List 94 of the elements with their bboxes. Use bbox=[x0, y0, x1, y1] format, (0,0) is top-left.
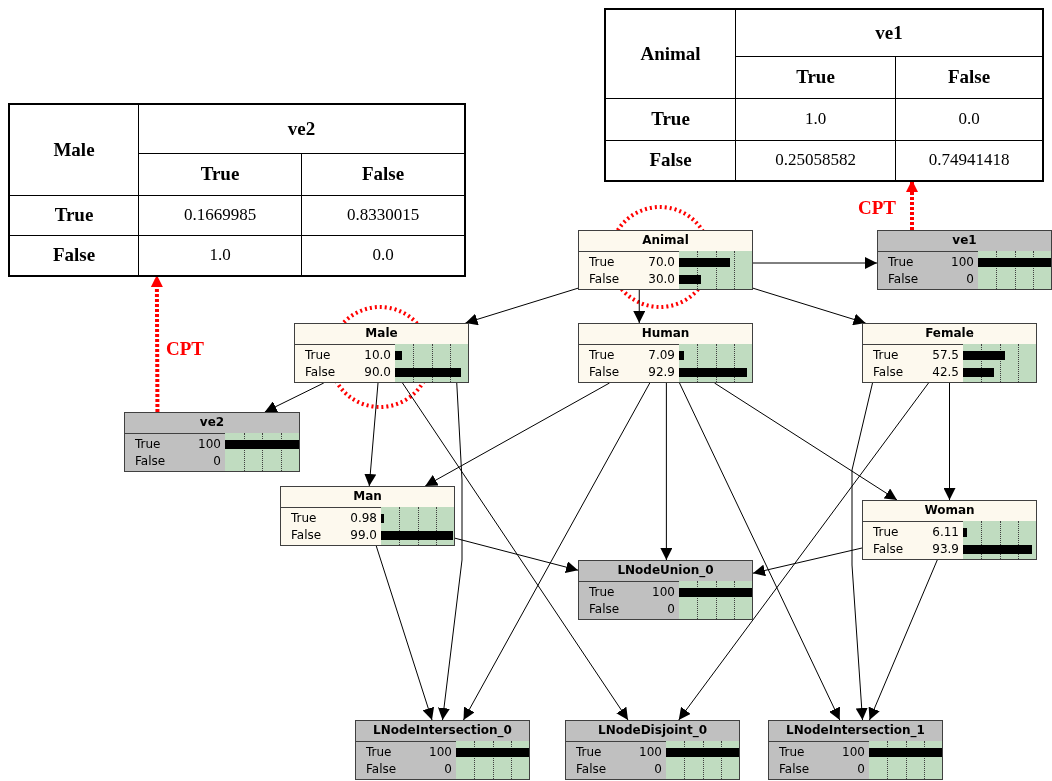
probability-value: 0 bbox=[654, 761, 662, 777]
arrow bbox=[851, 382, 873, 721]
probability-value: 42.5 bbox=[932, 364, 959, 380]
probability-value: 0 bbox=[667, 601, 675, 617]
probability-value: 100 bbox=[198, 436, 221, 452]
network-node bbox=[124, 412, 300, 472]
arrow bbox=[633, 289, 646, 324]
network-node bbox=[294, 323, 469, 383]
network-node bbox=[565, 720, 740, 780]
state-label: True bbox=[366, 744, 392, 760]
arrow bbox=[454, 537, 579, 573]
network-node bbox=[862, 500, 1037, 560]
state-label: True bbox=[589, 254, 615, 270]
probability-value: 93.9 bbox=[932, 541, 959, 557]
probability-value: 7.09 bbox=[648, 347, 675, 363]
state-label: False bbox=[366, 761, 397, 777]
arrow bbox=[714, 382, 898, 501]
network-node bbox=[355, 720, 530, 780]
probability-value: 57.5 bbox=[932, 347, 959, 363]
arrow bbox=[465, 287, 579, 326]
dotted-arrow bbox=[906, 180, 918, 230]
probability-value: 100 bbox=[429, 744, 452, 760]
arrow bbox=[402, 382, 629, 721]
probability-value: 70.0 bbox=[648, 254, 675, 270]
arrow bbox=[660, 382, 673, 561]
probability-value: 0 bbox=[966, 271, 974, 287]
probability-value: 100 bbox=[951, 254, 974, 270]
dotted-arrow bbox=[150, 275, 163, 412]
state-label: True bbox=[589, 347, 615, 363]
arrow bbox=[752, 287, 866, 326]
cpt-table bbox=[8, 103, 466, 277]
probability-value: 0 bbox=[857, 761, 865, 777]
probability-value: 0 bbox=[213, 453, 221, 469]
table-cell: Animal bbox=[605, 9, 736, 98]
network-node bbox=[862, 323, 1037, 383]
arrow bbox=[463, 382, 651, 721]
arrow bbox=[752, 547, 863, 577]
probability-value: 10.0 bbox=[364, 347, 391, 363]
state-label: True bbox=[873, 347, 899, 363]
state-label: False bbox=[779, 761, 810, 777]
probability-value: 30.0 bbox=[648, 271, 675, 287]
table-cell: True bbox=[605, 98, 736, 140]
state-label: False bbox=[305, 364, 336, 380]
table-cell: 1.0 bbox=[735, 98, 896, 140]
network-node bbox=[768, 720, 943, 780]
network-node bbox=[280, 486, 455, 546]
arrow bbox=[752, 257, 878, 269]
arrow bbox=[424, 382, 610, 487]
table-cell: 0.1669985 bbox=[138, 195, 302, 235]
edge-label: CPT bbox=[858, 197, 896, 219]
network-node bbox=[578, 230, 753, 290]
arrow bbox=[438, 382, 463, 721]
state-label: False bbox=[888, 271, 919, 287]
state-label: False bbox=[589, 271, 620, 287]
arrow bbox=[679, 382, 841, 721]
state-label: True bbox=[589, 584, 615, 600]
state-label: True bbox=[576, 744, 602, 760]
arrow bbox=[868, 559, 938, 721]
probability-value: 100 bbox=[639, 744, 662, 760]
table-cell: True bbox=[138, 153, 302, 195]
state-label: False bbox=[135, 453, 166, 469]
arrow bbox=[678, 382, 929, 721]
probability-value: 90.0 bbox=[364, 364, 391, 380]
arrow bbox=[943, 382, 956, 501]
state-label: False bbox=[589, 364, 620, 380]
probability-value: 92.9 bbox=[648, 364, 675, 380]
edge-label: CPT bbox=[166, 338, 204, 360]
arrow bbox=[264, 382, 325, 413]
state-label: True bbox=[873, 524, 899, 540]
probability-value: 100 bbox=[652, 584, 675, 600]
state-label: True bbox=[888, 254, 914, 270]
table-cell: Male bbox=[9, 104, 139, 195]
arrow bbox=[375, 545, 435, 721]
state-label: False bbox=[589, 601, 620, 617]
probability-value: 6.11 bbox=[932, 524, 959, 540]
state-label: True bbox=[135, 436, 161, 452]
probability-value: 0 bbox=[444, 761, 452, 777]
network-node bbox=[877, 230, 1052, 290]
state-label: False bbox=[576, 761, 607, 777]
probability-value: 99.0 bbox=[350, 527, 377, 543]
table-cell: True bbox=[9, 195, 139, 235]
state-label: False bbox=[873, 541, 904, 557]
network-node bbox=[578, 560, 753, 620]
cpt-table bbox=[604, 8, 1044, 182]
network-node bbox=[578, 323, 753, 383]
state-label: True bbox=[305, 347, 331, 363]
state-label: False bbox=[873, 364, 904, 380]
state-label: False bbox=[291, 527, 322, 543]
state-label: True bbox=[291, 510, 317, 526]
probability-value: 100 bbox=[842, 744, 865, 760]
state-label: True bbox=[779, 744, 805, 760]
arrow bbox=[364, 382, 379, 487]
probability-value: 0.98 bbox=[350, 510, 377, 526]
table-cell: True bbox=[735, 56, 896, 98]
